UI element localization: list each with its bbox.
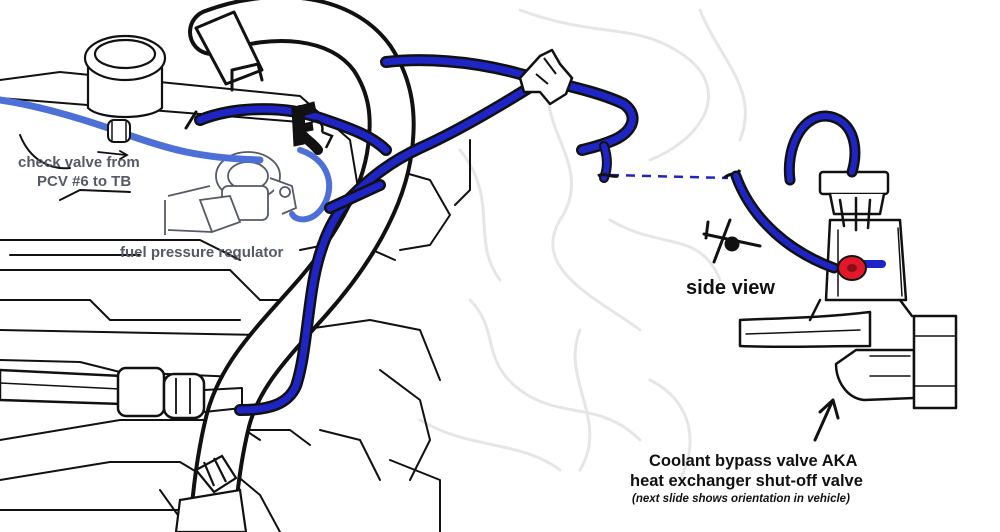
oil-filler-cap — [83, 34, 167, 119]
vacuum-line-check-valve — [0, 96, 333, 223]
check-valve-label-line2: PCV #6 to TB — [37, 173, 132, 190]
red-grommet — [837, 255, 867, 281]
valve-hose-loop — [730, 110, 886, 274]
fuel-regulator-label: fuel pressure regulator — [120, 244, 284, 261]
coolant-valve-label-line1: Coolant bypass valve AKA — [649, 452, 858, 470]
orientation-note: (next slide shows orientation in vehicle… — [632, 493, 850, 505]
eye-icon — [702, 218, 762, 264]
side-view-label: side view — [686, 277, 775, 299]
f-bracket — [291, 101, 334, 149]
pointer-arrow — [813, 398, 840, 442]
coolant-bypass-valve-drawing — [738, 170, 958, 410]
fuel-pressure-regulator-drawing — [164, 151, 298, 235]
hose-tee-connector — [518, 48, 574, 106]
lower-coolant-pipe — [0, 366, 243, 420]
intake-tube — [188, 0, 416, 532]
lower-hose-clamp — [174, 454, 248, 532]
coolant-valve-label-line2: heat exchanger shut-off valve — [630, 472, 863, 490]
check-valve-label-line1: check valve from — [18, 154, 140, 171]
dashed-connection-line — [597, 169, 742, 180]
background-ghost-sketch — [418, 8, 747, 482]
